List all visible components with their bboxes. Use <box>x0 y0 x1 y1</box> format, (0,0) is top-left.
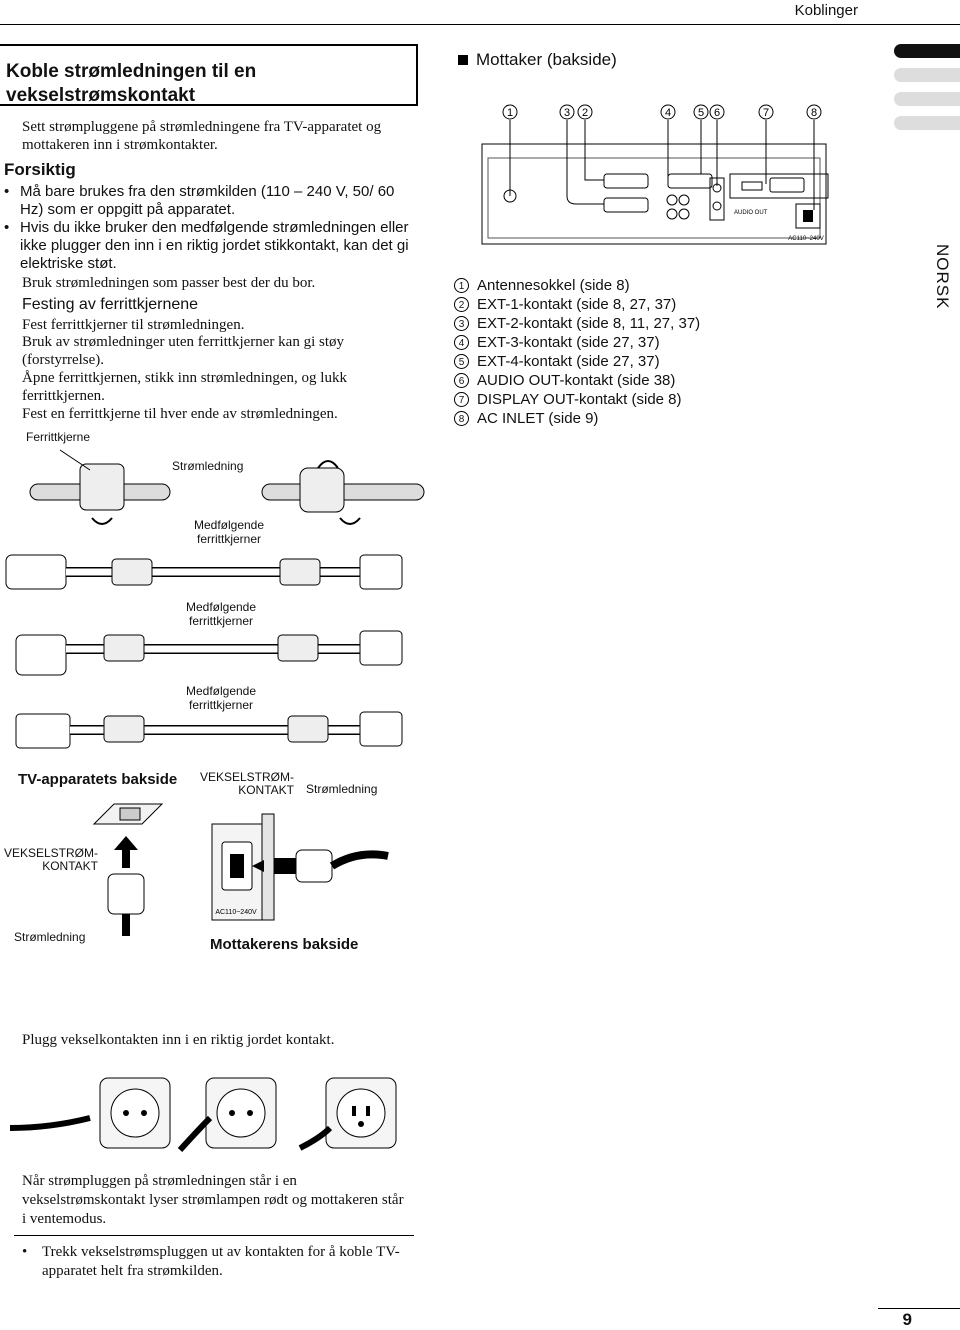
list-text: DISPLAY OUT-kontakt (side 8) <box>477 391 682 408</box>
list-number: 6 <box>454 373 469 388</box>
side-tab <box>894 68 960 82</box>
ferrite-label: Ferrittkjerne <box>26 430 91 444</box>
ferrite-para: Åpne ferrittkjernen, stikk inn strømledn… <box>22 370 347 404</box>
square-bullet-icon <box>458 55 468 65</box>
list-number: 7 <box>454 392 469 407</box>
cord-label: Strømledning <box>14 930 86 944</box>
unplug-tip: •Trekk vekselstrømspluggen ut av kontakt… <box>22 1243 406 1281</box>
list-text: AC INLET (side 9) <box>477 410 599 427</box>
ferrite-attach-illustration <box>29 449 425 525</box>
unplug-tip-text: Trekk vekselstrømspluggen ut av kontakte… <box>42 1244 400 1279</box>
side-tab-active <box>894 44 960 58</box>
inlet-rating-label: AC110~240V <box>215 909 257 916</box>
list-number: 4 <box>454 335 469 350</box>
wall-outlet-illustrations <box>9 1077 397 1153</box>
callout-8: 8 <box>811 107 817 119</box>
list-item: 6 AUDIO OUT-kontakt (side 38) <box>454 371 754 390</box>
list-text: AUDIO OUT-kontakt (side 38) <box>477 372 676 389</box>
section-title-box: Koble strømledningen til en vekselstrøms… <box>0 44 418 106</box>
list-item: 7 DISPLAY OUT-kontakt (side 8) <box>454 390 754 409</box>
standby-text: Når strømpluggen på strømledningen står … <box>22 1173 404 1227</box>
list-item: 4 EXT-3-kontakt (side 27, 37) <box>454 333 754 352</box>
side-tab <box>894 92 960 106</box>
list-number: 1 <box>454 278 469 293</box>
header-rule <box>0 24 960 25</box>
section-title: Koble strømledningen til en vekselstrøms… <box>6 61 257 106</box>
supplied-ferrites-label: Medfølgende ferrittkjerner <box>185 600 257 628</box>
cord-label: Strømledning <box>306 782 378 796</box>
list-number: 8 <box>454 411 469 426</box>
outlet-plug-illustration <box>92 803 164 936</box>
receiver-rear-panel-diagram: 1 3 2 4 5 6 7 8 AUDIO OUT AC11 <box>481 104 829 245</box>
side-tab <box>894 116 960 130</box>
audio-out-label: AUDIO OUT <box>734 210 768 216</box>
cord-label: Strømledning <box>172 459 244 473</box>
use-cord-text: Bruk strømledningen som passer best der … <box>22 275 316 291</box>
list-item: 5 EXT-4-kontakt (side 27, 37) <box>454 352 754 371</box>
supplied-ferrites-label: Medfølgende ferrittkjerner <box>185 684 257 712</box>
cord-type-1 <box>5 554 403 590</box>
receiver-back-label: Mottakerens bakside <box>210 936 359 953</box>
callout-2: 2 <box>582 107 588 119</box>
section-header: Koblinger <box>794 2 858 19</box>
receiver-heading: Mottaker (bakside) <box>458 50 617 70</box>
caution-item-text: Hvis du ikke bruker den medfølgende strø… <box>20 219 409 272</box>
cord-type-3 <box>15 711 403 749</box>
supplied-ferrites-label: Medfølgende ferrittkjerner <box>193 518 265 546</box>
receiver-inlet-illustration: AC110~240V <box>211 813 389 921</box>
list-item: 2 EXT-1-kontakt (side 8, 27, 37) <box>454 295 754 314</box>
callout-7: 7 <box>763 107 769 119</box>
ac-panel-label: AC110~240V <box>788 236 823 242</box>
ferrite-para: Fest en ferrittkjerne til hver ende av s… <box>22 406 338 422</box>
language-tab: NORSK <box>933 244 952 310</box>
caution-item: •Må bare brukes fra den strømkilden (110… <box>4 183 414 219</box>
list-item: 3 EXT-2-kontakt (side 8, 11, 27, 37) <box>454 314 754 333</box>
ferrite-para: Fest ferrittkjerner til strømledningen. <box>22 317 245 333</box>
list-text: Antennesokkel (side 8) <box>477 277 630 294</box>
list-text: EXT-1-kontakt (side 8, 27, 37) <box>477 296 677 313</box>
tv-back-label: TV-apparatets bakside <box>18 771 178 788</box>
callout-6: 6 <box>714 107 720 119</box>
plug-instruction: Plugg vekselkontakten inn i en riktig jo… <box>22 1032 335 1048</box>
ferrite-heading: Festing av ferrittkjernene <box>22 296 199 313</box>
callout-1: 1 <box>507 107 513 119</box>
page-number: 9 <box>902 1310 912 1329</box>
caution-item-text: Må bare brukes fra den strømkilden (110 … <box>20 183 395 218</box>
callout-3: 3 <box>564 107 570 119</box>
list-number: 5 <box>454 354 469 369</box>
callout-5: 5 <box>698 107 704 119</box>
divider <box>14 1235 414 1236</box>
cord-type-2 <box>15 630 403 676</box>
list-number: 2 <box>454 297 469 312</box>
list-text: EXT-2-kontakt (side 8, 11, 27, 37) <box>477 315 701 332</box>
footer-rule <box>878 1308 960 1309</box>
list-item: 8 AC INLET (side 9) <box>454 409 754 428</box>
caution-item: •Hvis du ikke bruker den medfølgende str… <box>4 219 409 272</box>
ac-outlet-label: VEKSELSTRØM- KONTAKT <box>3 846 98 873</box>
list-number: 3 <box>454 316 469 331</box>
intro-paragraph: Sett strømpluggene på strømledningene fr… <box>22 119 382 153</box>
list-text: EXT-4-kontakt (side 27, 37) <box>477 353 660 370</box>
receiver-heading-text: Mottaker (bakside) <box>476 50 617 69</box>
callout-4: 4 <box>665 107 671 119</box>
ferrite-para: Bruk av strømledninger uten ferrittkjern… <box>22 334 344 368</box>
ac-outlet-label: VEKSELSTRØM- KONTAKT <box>199 770 294 797</box>
caution-heading: Forsiktig <box>4 160 76 179</box>
list-item: 1 Antennesokkel (side 8) <box>454 276 754 295</box>
list-text: EXT-3-kontakt (side 27, 37) <box>477 334 660 351</box>
connector-list: 1 Antennesokkel (side 8) 2 EXT-1-kontakt (… <box>454 276 754 428</box>
